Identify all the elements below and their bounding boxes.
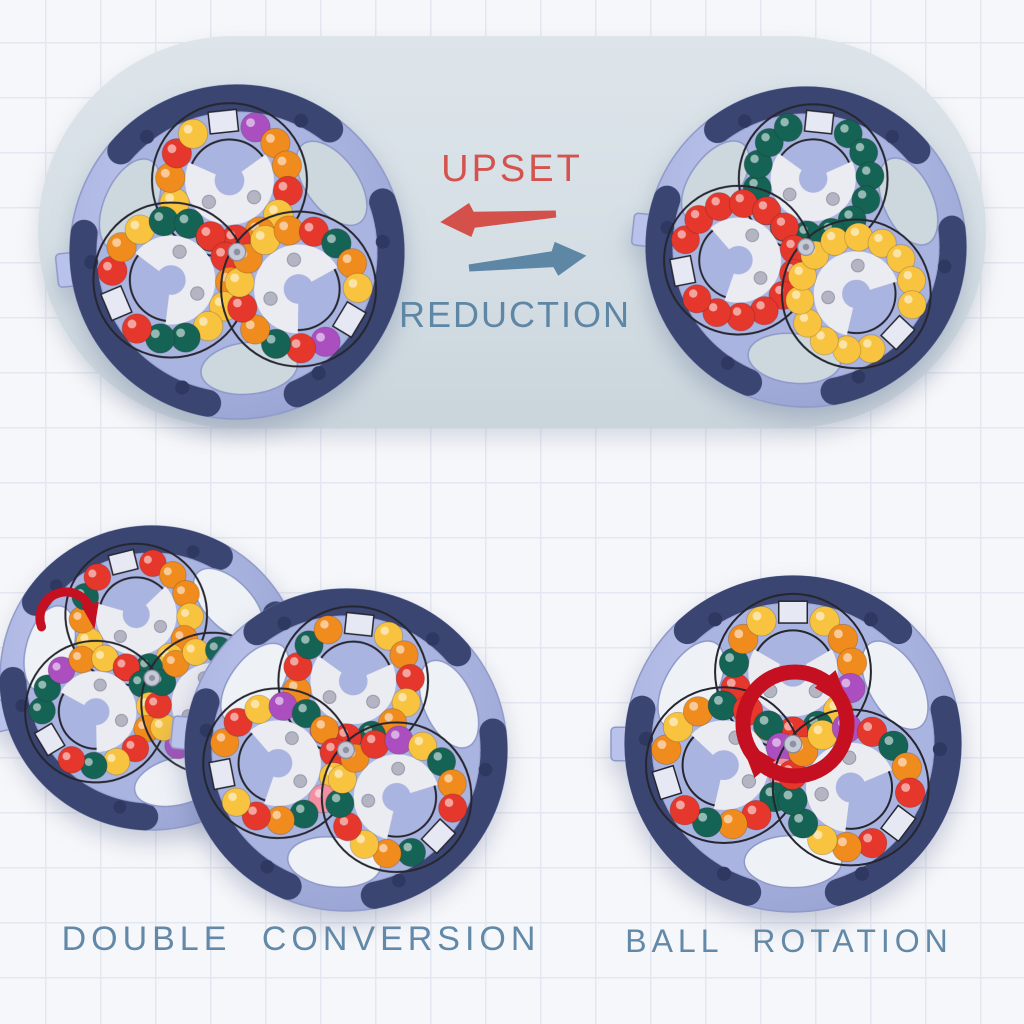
finger-hole — [860, 640, 929, 731]
ball-rotation-disc — [610, 575, 962, 913]
magic-bead-red — [856, 827, 888, 859]
finger-hole — [878, 157, 939, 246]
finger-hole — [418, 659, 480, 749]
double-conversion-caption: DOUBLE CONVERSION — [61, 920, 541, 958]
upset-scrambled-disc — [54, 84, 405, 420]
magic-bead-red — [669, 794, 700, 826]
reduction-arrow-icon — [468, 241, 587, 276]
upset-label: UPSET — [441, 148, 583, 190]
reduction-label: REDUCTION — [399, 294, 631, 335]
double-conversion-front-disc — [169, 588, 508, 912]
ball-rotation-caption: BALL ROTATION — [625, 923, 953, 959]
magic-bead-red — [894, 777, 926, 808]
magic-bead-teal — [707, 690, 739, 721]
rotation-arrow-icon — [735, 664, 855, 784]
magic-bead-yellow — [746, 606, 777, 637]
finger-hole — [295, 140, 368, 227]
magic-bead-orange — [891, 752, 923, 783]
magic-bead-orange — [717, 808, 748, 840]
reduction-solved-disc — [630, 86, 967, 408]
upset-arrow-icon — [440, 203, 557, 237]
magic-bead-orange — [836, 647, 868, 678]
spin-arrow-icon — [35, 587, 99, 632]
